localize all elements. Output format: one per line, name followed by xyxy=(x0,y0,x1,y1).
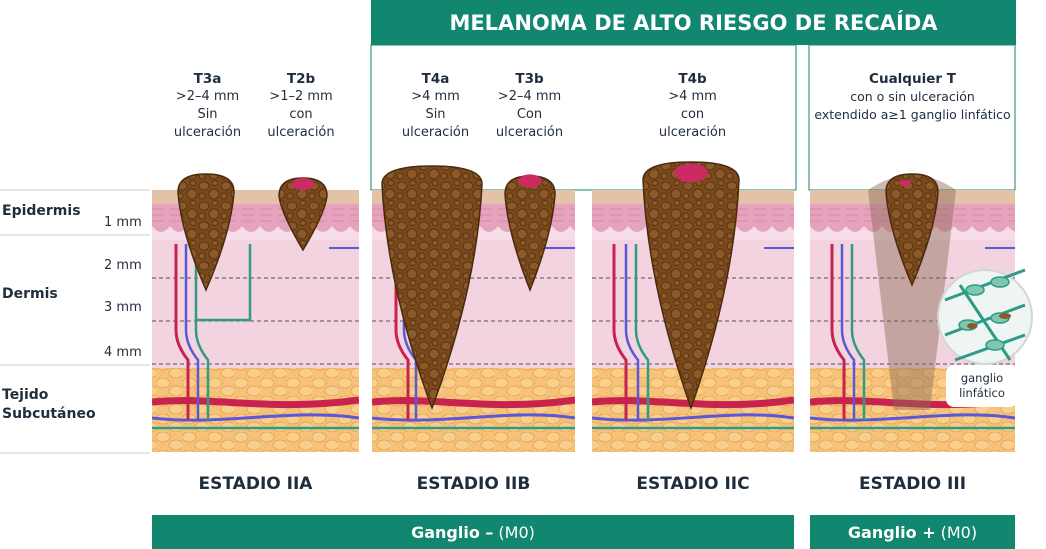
epidermis-label: Epidermis xyxy=(2,203,81,219)
lymph-cell xyxy=(985,339,1005,351)
tumor-code: T4a xyxy=(421,71,450,87)
vertical-vessel xyxy=(184,244,200,420)
spread-shadow xyxy=(868,175,956,410)
tumor-t4a xyxy=(381,165,483,411)
subcutaneous-fat xyxy=(152,368,359,452)
metastatic-cell xyxy=(999,313,1011,319)
vein xyxy=(592,413,794,422)
dermis-layer xyxy=(152,240,359,368)
tumor-label-t4a: T4a >4 mm Sin ulceración xyxy=(388,70,483,142)
vertical-vessel xyxy=(612,244,628,420)
ulcer-t2b xyxy=(292,177,314,191)
tumor-label-any-t: Cualquier T con o sin ulceración extendi… xyxy=(810,70,1015,124)
stage-iib: ESTADIO IIB xyxy=(372,455,575,513)
vertical-vessel xyxy=(840,244,856,420)
dermis-label: Dermis xyxy=(2,286,58,302)
metastatic-cell xyxy=(967,323,977,329)
tumor-code: T3a xyxy=(193,71,222,87)
tumor-code: T4b xyxy=(678,71,707,87)
vertical-vessel xyxy=(850,244,866,420)
tumor-ulcer-word: con xyxy=(289,107,313,122)
tumor-depth: >1–2 mm xyxy=(269,89,333,104)
artery xyxy=(592,396,794,409)
stage-iia: ESTADIO IIA xyxy=(152,455,359,513)
lymph-node-label-line2: linfático xyxy=(959,386,1005,400)
depth-mark-1mm: 1 mm xyxy=(104,215,142,230)
tumor-ulcer-word: Con xyxy=(516,107,543,122)
tumor-ulcer-status: ulceración xyxy=(173,125,242,140)
tumor-code: T3b xyxy=(515,71,544,87)
vertical-vessel xyxy=(194,244,210,420)
tumor-ulcer-word: con xyxy=(680,107,705,122)
tumor-ulcer-status: ulceración xyxy=(267,125,335,140)
tumor-ulcer-status: ulceración xyxy=(495,125,564,140)
lymph-node-label-line1: ganglio xyxy=(960,371,1004,385)
depth-mark-3mm: 3 mm xyxy=(104,300,142,315)
vertical-vessel xyxy=(174,244,190,420)
tumor-depth: >2–4 mm xyxy=(175,89,240,104)
tumor-ulcer-status: ulceración xyxy=(658,125,727,140)
vertical-vessel xyxy=(624,244,640,420)
vertical-vessel xyxy=(634,244,650,420)
tumor-code: Cualquier T xyxy=(869,71,956,87)
ulcer-any-t xyxy=(899,179,911,187)
section-iii-frame xyxy=(808,44,1016,191)
subcutaneous-label-line1: Tejido xyxy=(2,387,49,403)
node-positive-metastasis: (M0) xyxy=(940,522,978,542)
lymph-node-detail xyxy=(944,268,1026,362)
tumor-t2b xyxy=(278,177,328,252)
tumor-any-t xyxy=(885,173,939,287)
node-negative-label: Ganglio – xyxy=(411,522,494,542)
artery xyxy=(152,396,359,409)
tumor-ulcer-word: Sin xyxy=(197,107,218,122)
vein xyxy=(810,413,1015,422)
node-positive-label: Ganglio + xyxy=(847,522,936,542)
lymph-cell xyxy=(990,276,1010,288)
lymph-branch xyxy=(196,244,252,322)
section-iia-label-box xyxy=(151,45,361,190)
tumor-node-extension: extendido a≥1 ganglio linfático xyxy=(814,107,1011,122)
node-positive-bar: Ganglio + (M0) xyxy=(810,515,1015,549)
tumor-depth: >4 mm xyxy=(668,89,717,104)
lymph-node-label: ganglio linfático xyxy=(946,365,1018,407)
depth-mark-2mm: 2 mm xyxy=(104,258,142,273)
node-negative-bar: Ganglio – (M0) xyxy=(152,515,794,549)
tumor-t4b xyxy=(642,161,740,411)
vertical-vessel xyxy=(830,244,846,420)
lymph-channel xyxy=(944,268,1026,302)
vertical-vessel xyxy=(394,244,410,420)
tumor-t3a xyxy=(177,173,235,292)
ulcer-t4b xyxy=(674,163,708,183)
tumor-depth: >2–4 mm xyxy=(497,89,562,104)
stage-iic: ESTADIO IIC xyxy=(592,455,794,513)
ulcer-t3b xyxy=(518,174,542,188)
subcutaneous-label-line2: Subcutáneo xyxy=(2,406,96,422)
artery xyxy=(372,396,575,409)
tumor-depth: >4 mm xyxy=(411,89,460,104)
tumor-code: T2b xyxy=(286,71,316,87)
depth-mark-4mm: 4 mm xyxy=(104,345,142,360)
vein xyxy=(372,413,575,422)
tumor-label-t3b: T3b >2–4 mm Con ulceración xyxy=(482,70,577,142)
stage-iii: ESTADIO III xyxy=(810,455,1015,513)
tumor-label-t3a: T3a >2–4 mm Sin ulceración xyxy=(160,70,255,142)
tumor-ulcer-status: con o sin ulceración xyxy=(850,89,975,104)
node-negative-metastasis: (M0) xyxy=(498,522,535,542)
lymph-cell xyxy=(965,284,985,296)
tumor-ulcer-status: ulceración xyxy=(401,125,470,140)
tumor-label-t2b: T2b >1–2 mm con ulceración xyxy=(256,70,346,142)
header-title: MELANOMA DE ALTO RIESGO DE RECAÍDA xyxy=(371,0,1016,45)
vein xyxy=(152,413,359,422)
tumor-ulcer-word: Sin xyxy=(425,107,446,122)
subcutaneous-fat xyxy=(372,368,575,452)
tumor-label-t4b: T4b >4 mm con ulceración xyxy=(645,70,740,142)
